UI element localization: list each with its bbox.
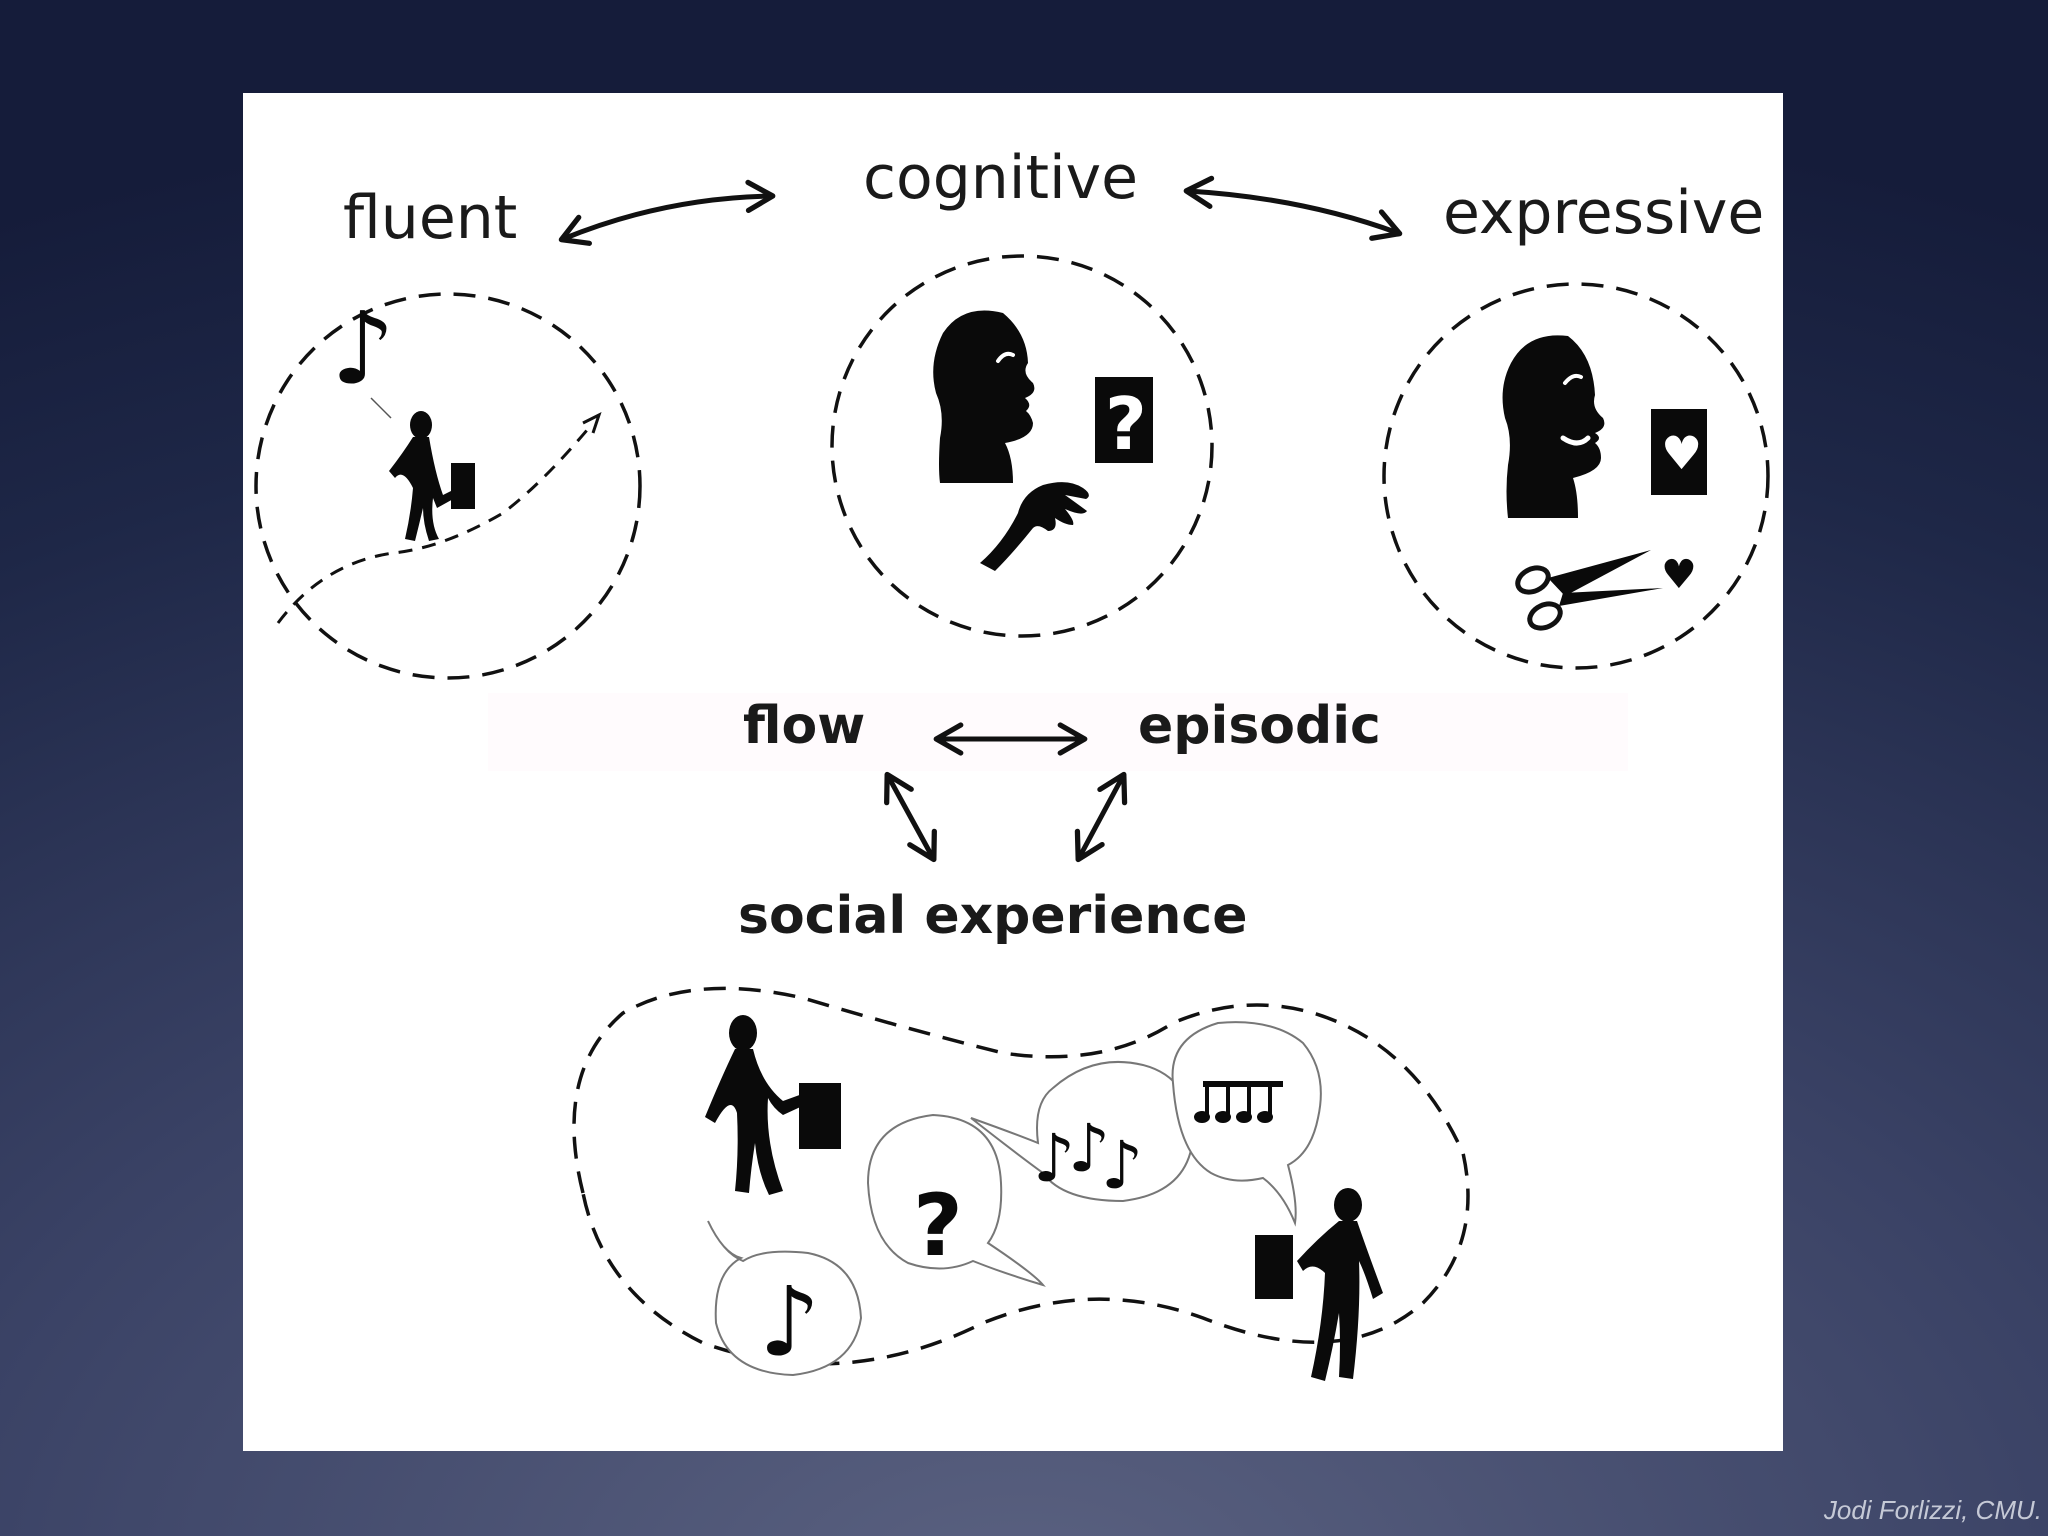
arrow-flow-social <box>884 771 937 863</box>
thinking-head-icon <box>933 310 1035 483</box>
reaching-hand-icon <box>980 482 1089 571</box>
bubble-notes-icon-3: ♪ <box>1101 1127 1143 1204</box>
expressive-circle <box>1382 282 1770 670</box>
speech-bubble-note <box>707 1220 863 1377</box>
cognitive-circle <box>830 254 1214 638</box>
diagram-panel: fluent cognitive expressive ♪ <box>243 93 1783 1451</box>
question-mark-icon: ? <box>1105 382 1147 466</box>
experience-diagram: fluent cognitive expressive ♪ <box>254 143 1770 1381</box>
bubble-music-note-icon: ♪ <box>759 1266 820 1378</box>
label-social-experience: social experience <box>738 886 1248 946</box>
arrow-cognitive-expressive <box>1183 175 1403 241</box>
label-band <box>488 693 1628 771</box>
label-episodic: episodic <box>1138 696 1381 756</box>
credit-text: Jodi Forlizzi, CMU. <box>1823 1495 2042 1525</box>
label-expressive: expressive <box>1443 178 1764 248</box>
label-flow: flow <box>743 696 865 756</box>
bubble-notes-icon-2: ♪ <box>1068 1110 1110 1187</box>
social-experience-blob <box>572 986 1470 1366</box>
person-left-icon <box>705 1015 841 1195</box>
heart-card-icon <box>1651 409 1707 495</box>
bubble-question-icon: ? <box>913 1176 963 1276</box>
speech-bubble-question <box>866 1113 1046 1287</box>
smiling-head-icon <box>1502 335 1605 518</box>
bubble-notes-icon: ♪ <box>1033 1120 1075 1197</box>
question-card-icon <box>1095 377 1153 463</box>
arrow-fluent-cognitive <box>558 179 776 246</box>
arrow-episodic-social <box>1074 771 1128 863</box>
person-with-box-icon <box>389 411 475 541</box>
music-note-icon: ♪ <box>331 290 395 407</box>
scissors-icon <box>1515 550 1663 631</box>
fluent-circle <box>254 292 642 680</box>
label-fluent: fluent <box>343 183 517 253</box>
label-cognitive: cognitive <box>863 143 1138 213</box>
person-right-icon <box>1255 1188 1383 1381</box>
rhythm-notes-icon <box>1194 1081 1283 1123</box>
heart-icon: ♥ <box>1661 426 1702 480</box>
small-heart-icon: ♥ <box>1661 552 1697 598</box>
